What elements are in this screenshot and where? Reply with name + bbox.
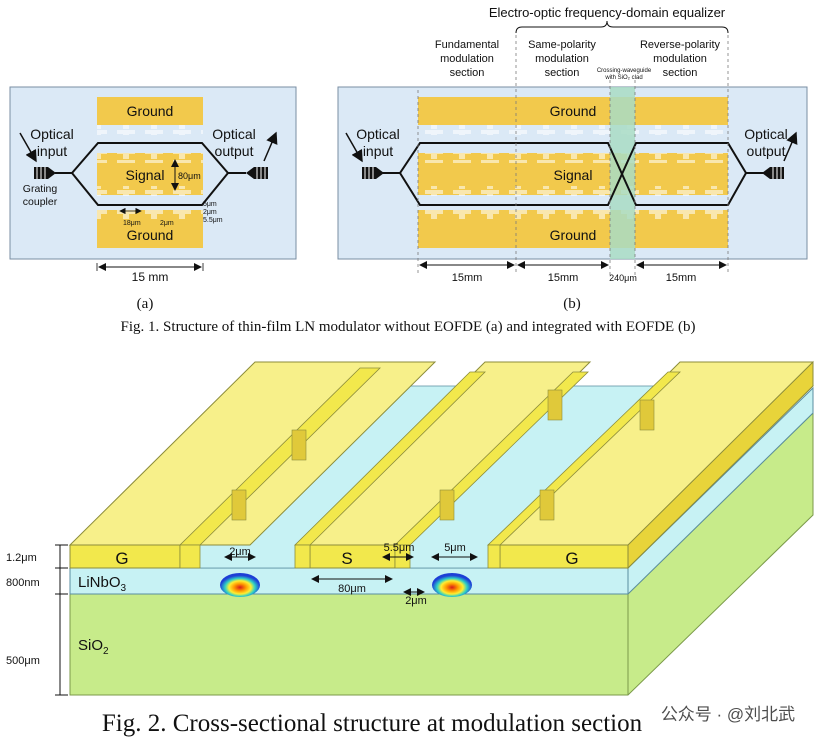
gap-5-5um: 5.5μm [384, 542, 415, 554]
thickness-metal: 1.2μm [6, 552, 37, 564]
equalizer-title: Electro-optic frequency-domain equalizer [489, 5, 726, 20]
crossing-label-1: Crossing-waveguide [597, 68, 652, 74]
len4-label: 15mm [666, 272, 697, 284]
fundamental-label-2: modulation [440, 53, 494, 65]
fig2-caption: Fig. 2. Cross-sectional structure at mod… [102, 710, 643, 737]
ground-top-a [97, 97, 203, 125]
ground-bottom-label-b: Ground [550, 227, 597, 243]
same-polarity-label-2: modulation [535, 53, 589, 65]
reverse-polarity-label-2: modulation [653, 53, 707, 65]
fig2-cross-section: G S G LiNbO3 SiO2 1.2μm 800nm 500μm 2μm … [6, 360, 814, 696]
dim-5-5um-a: 5.5μm [203, 217, 223, 224]
dim-18um-a: 18μm [123, 220, 141, 227]
reverse-polarity-label-1: Reverse-polarity [640, 39, 721, 51]
gap-5um: 5μm [444, 542, 466, 554]
label-G-left: G [115, 549, 128, 568]
panel-a-tag: (a) [137, 296, 154, 312]
optical-input-label-b-2: input [363, 143, 393, 159]
grating-coupler-b-out-icon [762, 167, 784, 179]
fundamental-label-3: section [450, 67, 485, 79]
label-sio2: SiO2 [78, 637, 109, 657]
optical-input-label-a-1: Optical [30, 126, 74, 142]
dim-80um-a: 80μm [178, 171, 201, 181]
fig1-caption: Fig. 1. Structure of thin-film LN modula… [121, 319, 696, 335]
same-polarity-label-3: section [545, 67, 580, 79]
fundamental-label-1: Fundamental [435, 39, 499, 51]
label-S: S [341, 549, 352, 568]
output-arrow-icon [263, 131, 278, 162]
gap-80um: 80μm [338, 583, 366, 595]
gap-2um-bottom: 2μm [405, 595, 427, 607]
output-arrow-b-icon [783, 131, 798, 162]
fig1-panel-a: Ground Signal Ground Optical input Optic… [9, 86, 297, 312]
ground-top-b [418, 97, 728, 125]
ground-top-label-b: Ground [550, 103, 597, 119]
input-arrow-icon [19, 132, 37, 163]
panel-b-tag: (b) [563, 296, 581, 312]
signal-label-b: Signal [554, 167, 593, 183]
optical-input-label-a-2: input [37, 143, 67, 159]
gap-2um-top: 2μm [229, 546, 251, 558]
label-linbo3: LiNbO3 [78, 574, 127, 594]
same-polarity-label-1: Same-polarity [528, 39, 596, 51]
thickness-sio2: 500μm [6, 655, 40, 667]
grating-coupler-b-in-icon [362, 167, 384, 179]
len1-label: 15mm [452, 272, 483, 284]
grating-coupler-icon [34, 167, 56, 179]
ground-right-front [499, 544, 629, 569]
len3-label: 240μm [609, 273, 637, 283]
optical-mode-right [432, 573, 472, 597]
watermark: 公众号 · @刘北武 [661, 705, 795, 724]
crossing-label-2: with SiO₂ clad [604, 75, 642, 81]
optical-input-label-b-1: Optical [356, 126, 400, 142]
ground-top-label-a: Ground [127, 103, 174, 119]
ground-bottom-label-a: Ground [127, 227, 174, 243]
dim-2um-right-a: 2μm [203, 209, 217, 216]
grating-coupler-label-2: coupler [23, 196, 58, 208]
t-rail-teeth [179, 367, 681, 569]
thickness-ln: 800nm [6, 577, 40, 589]
optical-output-label-b-2: output [747, 143, 786, 159]
label-G-right: G [565, 549, 578, 568]
optical-output-label-a-2: output [215, 143, 254, 159]
dim-2um-a: 2μm [160, 220, 174, 227]
optical-output-label-a-1: Optical [212, 126, 256, 142]
fig1-panel-b: Electro-optic frequency-domain equalizer… [337, 5, 808, 312]
reverse-polarity-label-3: section [663, 67, 698, 79]
optical-mode-left [220, 573, 260, 597]
length-label-a: 15 mm [132, 270, 169, 284]
signal-label-a: Signal [126, 167, 165, 183]
len2-label: 15mm [548, 272, 579, 284]
optical-output-label-b-1: Optical [744, 126, 788, 142]
grating-coupler-label-1: Grating [23, 183, 58, 195]
input-arrow-b-icon [345, 132, 363, 163]
dim-5um-a: 5μm [203, 201, 217, 208]
grating-coupler-out-icon [246, 167, 268, 179]
